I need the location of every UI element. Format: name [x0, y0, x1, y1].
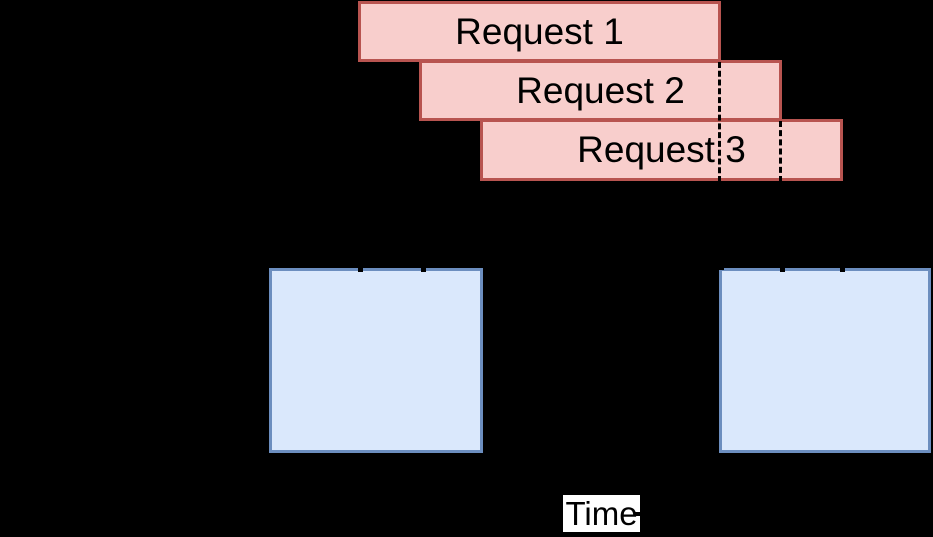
request-1-box: Request 1	[358, 1, 721, 62]
time-axis-label: Time	[563, 495, 640, 532]
time-axis-label-text: Time	[565, 494, 638, 532]
dash-remnant-tick	[421, 268, 426, 272]
blue-box-left	[269, 268, 483, 453]
request-2-box: Request 2	[419, 60, 782, 121]
request-3-label: Request 3	[577, 129, 746, 170]
request-2-end-dashed-line	[779, 121, 782, 182]
request-3-box: Request 3	[480, 119, 843, 181]
time-axis-line-dash	[634, 512, 646, 516]
dash-remnant-tick	[780, 268, 785, 272]
blue-box-right	[719, 268, 931, 453]
dash-remnant-tick	[719, 266, 724, 270]
dash-remnant-tick	[840, 268, 845, 272]
dash-remnant-tick	[358, 268, 363, 272]
request-1-end-dashed-line	[718, 62, 721, 182]
request-1-label: Request 1	[455, 10, 624, 52]
request-2-label: Request 2	[516, 69, 685, 111]
